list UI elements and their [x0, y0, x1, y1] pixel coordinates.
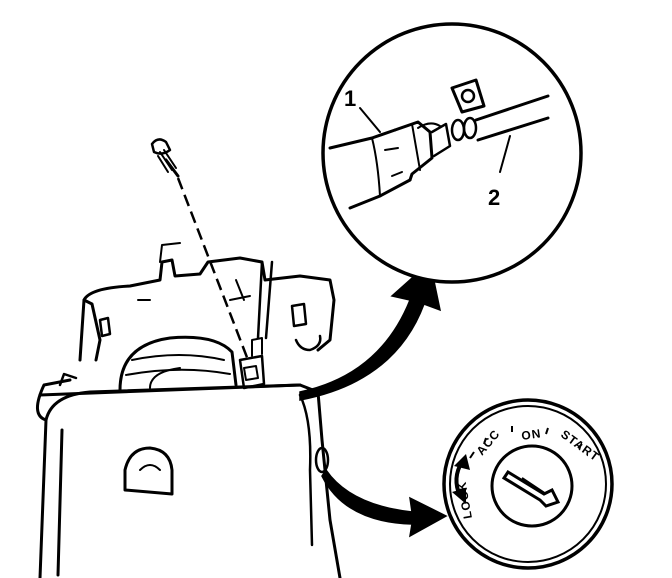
screw-icon: [150, 138, 180, 178]
dashed-guide-line: [176, 177, 250, 361]
connector-detail-circle: 1 2: [321, 22, 583, 284]
key-cylinder-detail-circle: LOCK ACC ON START: [442, 398, 614, 570]
position-label-on: ON: [520, 426, 542, 443]
bulb-connector-installed: [238, 260, 274, 390]
callout-1: 1: [344, 86, 356, 111]
rotation-arrow-icon: [452, 454, 470, 504]
position-label-lock: LOCK: [455, 480, 475, 520]
arrow-to-key-cylinder-detail: [321, 468, 448, 538]
column-drum: [58, 335, 238, 392]
arrow-to-connector-detail: [299, 260, 442, 401]
callout-2: 2: [488, 185, 500, 210]
steering-column-housing: [36, 378, 342, 578]
key-icon: [501, 469, 561, 508]
upper-column-cover: [78, 242, 336, 362]
